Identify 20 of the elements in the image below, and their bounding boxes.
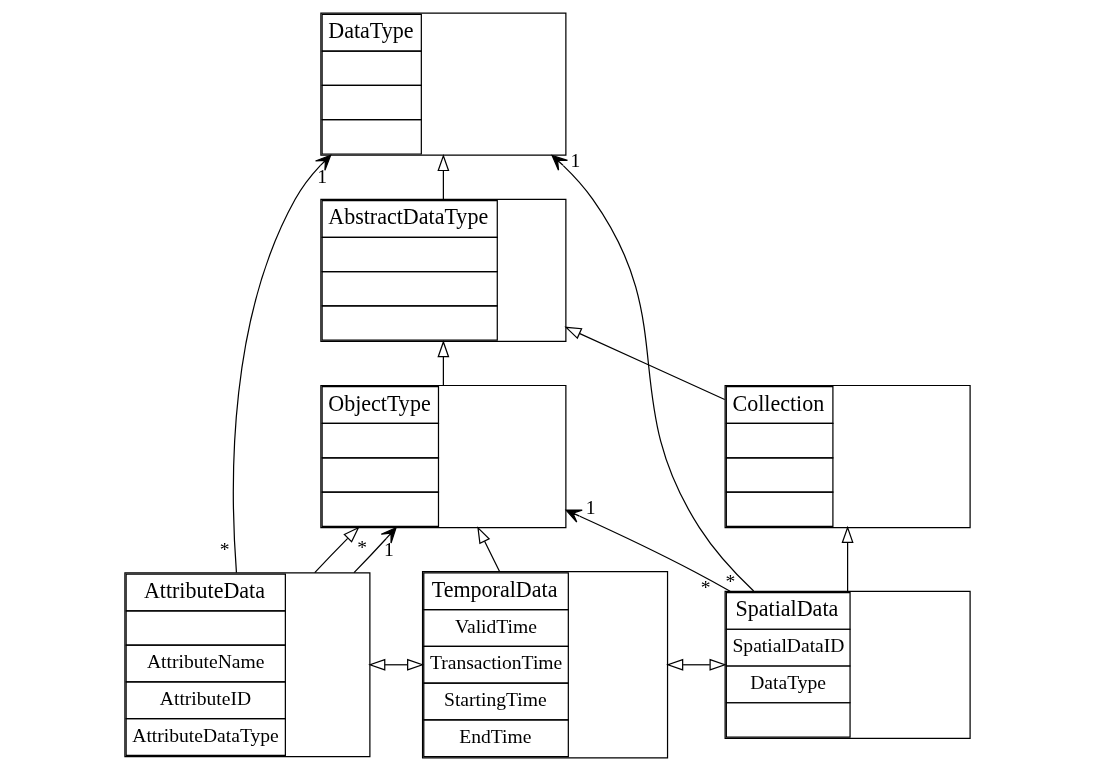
label: * — [725, 570, 736, 592]
label: 1 — [383, 538, 394, 560]
arrow — [437, 153, 450, 200]
label: 1 — [570, 150, 581, 172]
label: 1 — [585, 497, 596, 519]
arrow — [437, 340, 450, 386]
arrow — [477, 526, 501, 573]
arrow — [841, 525, 854, 592]
arrow — [564, 326, 726, 401]
label: * — [700, 576, 711, 598]
arrow — [565, 509, 731, 592]
arrow — [666, 658, 727, 671]
arrow — [368, 658, 425, 671]
arrow — [232, 154, 332, 574]
arrow — [314, 526, 360, 574]
arrow — [353, 527, 397, 574]
label: 1 — [317, 165, 328, 187]
label: * — [219, 538, 230, 560]
label: * — [357, 537, 367, 559]
arrow — [551, 154, 755, 592]
